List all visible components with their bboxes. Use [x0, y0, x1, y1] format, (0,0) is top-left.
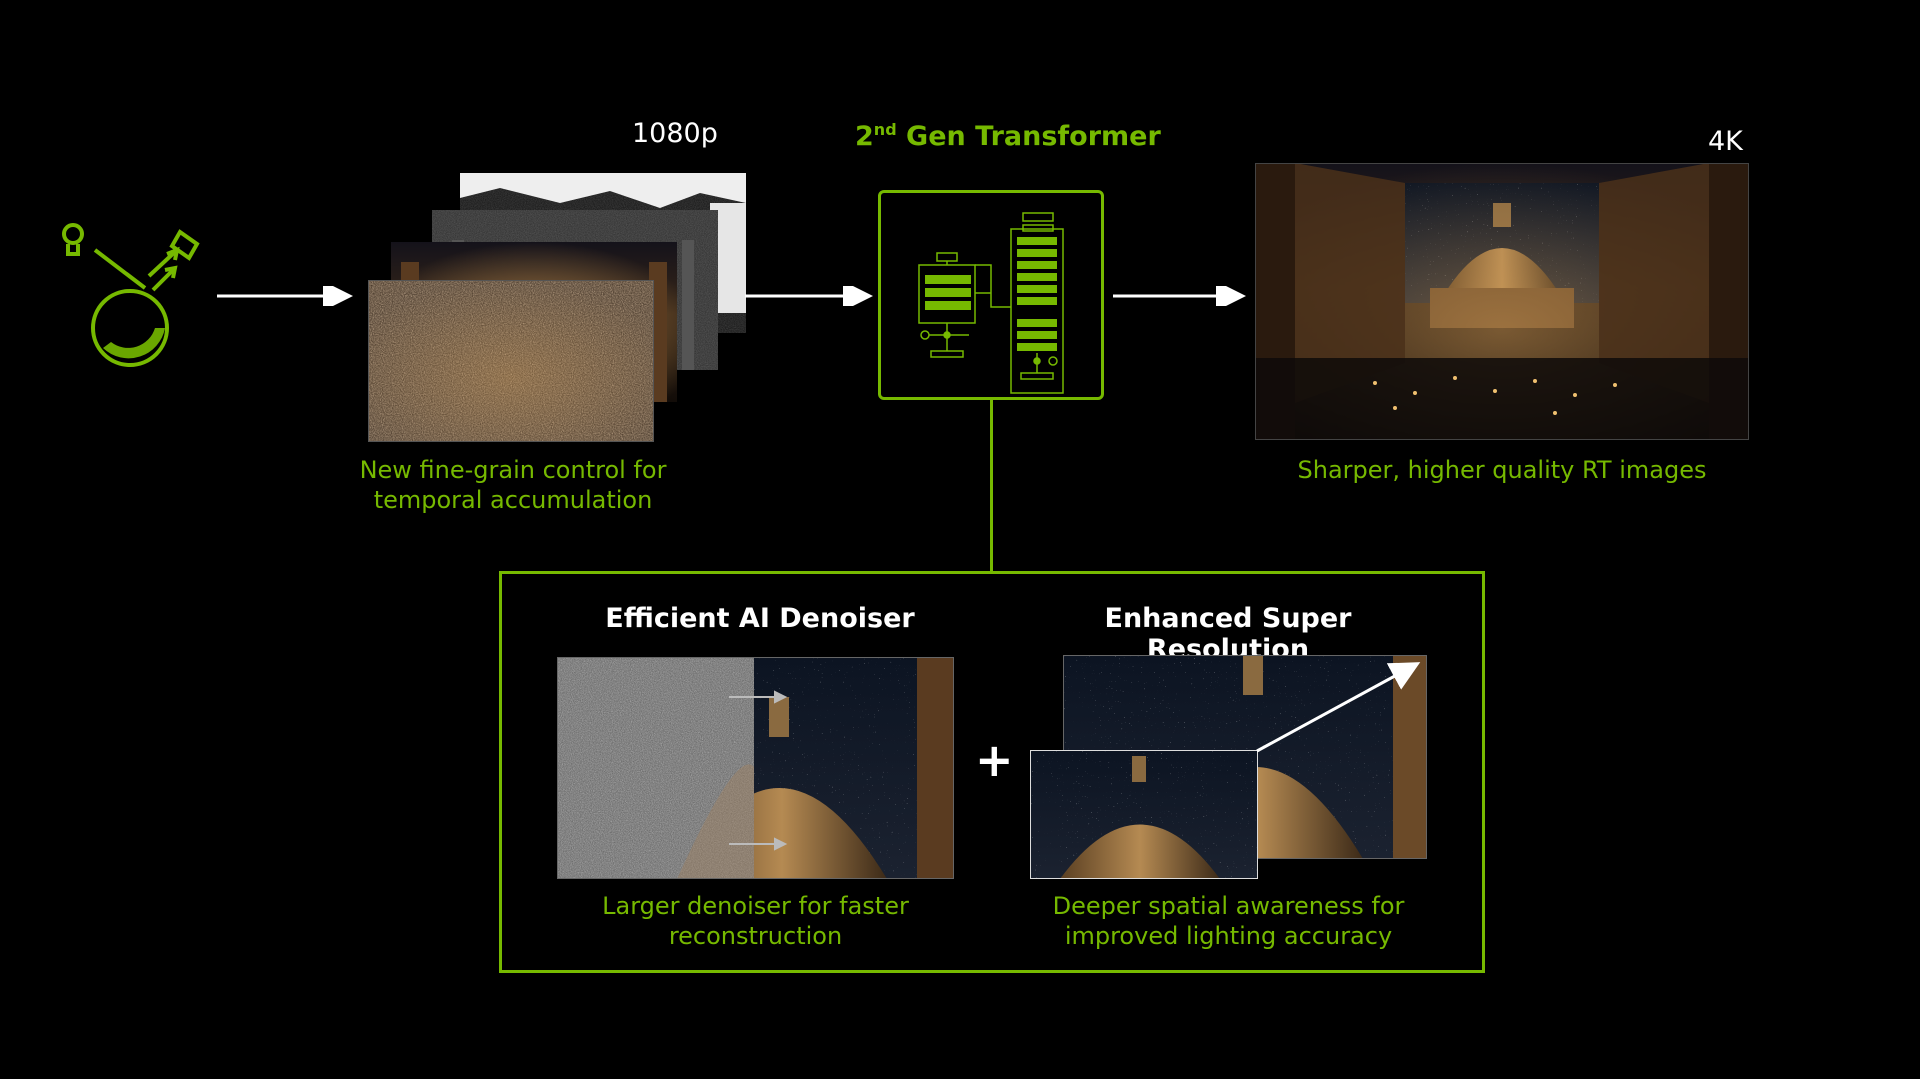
input-caption: New fine-grain control for temporal accu…	[318, 455, 708, 515]
denoiser-caption: Larger denoiser for faster reconstructio…	[557, 891, 954, 951]
upscale-arrow	[1256, 662, 1421, 753]
superres-caption: Deeper spatial awareness for improved li…	[1030, 891, 1427, 951]
input-caption-line2: temporal accumulation	[373, 486, 653, 514]
transformer-title-text: Gen Transformer	[896, 121, 1161, 152]
transformer-connector-line	[990, 400, 993, 572]
transformer-title-gen: 2	[855, 121, 874, 152]
input-frame-stack	[368, 170, 748, 442]
denoiser-title: Efficient AI Denoiser	[605, 603, 915, 634]
transformer-title-sup: nd	[873, 120, 897, 139]
denoiser-caption-line1: Larger denoiser for faster	[602, 892, 909, 920]
superres-caption-line2: improved lighting accuracy	[1064, 922, 1393, 950]
superres-lowres-image	[1030, 750, 1258, 879]
ray-tracing-icon	[55, 220, 205, 370]
denoiser-caption-line2: reconstruction	[668, 922, 843, 950]
flow-arrow	[1113, 286, 1246, 306]
flow-arrow	[217, 286, 353, 306]
detail-box	[499, 571, 1485, 973]
denoiser-image	[557, 657, 954, 879]
noisy-input-frame	[368, 280, 654, 442]
output-image	[1255, 163, 1749, 440]
input-caption-line1: New fine-grain control for	[359, 456, 667, 484]
plus-sign: +	[975, 733, 1014, 787]
output-resolution-label: 4K	[1708, 126, 1743, 157]
output-caption: Sharper, higher quality RT images	[1297, 456, 1707, 484]
superres-caption-line1: Deeper spatial awareness for	[1052, 892, 1405, 920]
transformer-title: 2nd Gen Transformer	[855, 120, 1161, 152]
flow-arrow	[745, 286, 873, 306]
transformer-box	[878, 190, 1104, 400]
transformer-network-icon	[918, 212, 1064, 394]
input-resolution-label: 1080p	[632, 118, 718, 149]
